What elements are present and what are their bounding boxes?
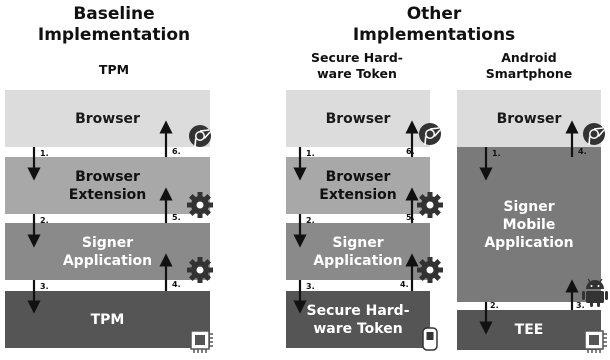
heading-baseline: Baseline Implementation [37,4,191,45]
step-label: 6. [406,147,415,156]
signer-application-box: Signer Application [5,223,210,280]
browser-box: Browser [286,90,430,147]
step-label: 6. [172,147,181,156]
step-label: 3. [40,282,49,291]
chip-icon [186,326,214,354]
chip-icon [580,326,608,354]
step-label: 5. [406,213,415,222]
step-label: 4. [172,280,181,289]
chrome-icon [188,124,212,148]
gear-icon [187,192,213,218]
step-label: 1. [306,149,315,158]
signer-application-box: Signer Application [286,223,430,280]
step-label: 4. [578,147,587,156]
step-label: 2. [40,216,49,225]
step-label: 3. [306,282,315,291]
chrome-icon [418,122,442,146]
step-label: 1. [40,149,49,158]
browser-box: Browser [5,90,210,147]
browser-box: Browser [457,90,601,147]
usb-token-icon [422,327,438,351]
step-label: 2. [490,301,499,310]
android-icon [581,278,609,308]
step-label: 3. [576,301,585,310]
secure-hardware-token-box: Secure Hard- ware Token [286,291,430,348]
gear-icon [187,257,213,283]
step-label: 4. [400,280,409,289]
step-label: 5. [172,213,181,222]
step-label: 1. [492,149,501,158]
tee-box: TEE [457,310,601,350]
browser-extension-box: Browser Extension [5,157,210,214]
column-title-secure-token: Secure Hard- ware Token [311,50,403,81]
tpm-box: TPM [5,291,210,348]
gear-icon [417,257,443,283]
heading-other: Other Implementations [352,4,516,45]
column-title-android: Android Smartphone [485,50,573,81]
gear-icon [417,192,443,218]
browser-extension-box: Browser Extension [286,157,430,214]
column-title-tpm: TPM [98,62,130,77]
step-label: 2. [306,216,315,225]
chrome-icon [582,122,606,146]
